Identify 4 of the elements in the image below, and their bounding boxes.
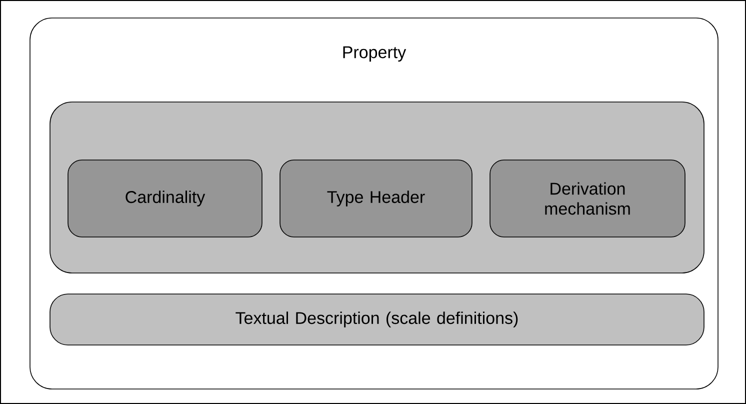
label-box: Type Header [280,160,472,238]
label-box: Cardinality [68,160,262,238]
label-box: Derivation mechanism [490,160,686,238]
description-box: Textual Description (scale definitions) [50,294,704,346]
